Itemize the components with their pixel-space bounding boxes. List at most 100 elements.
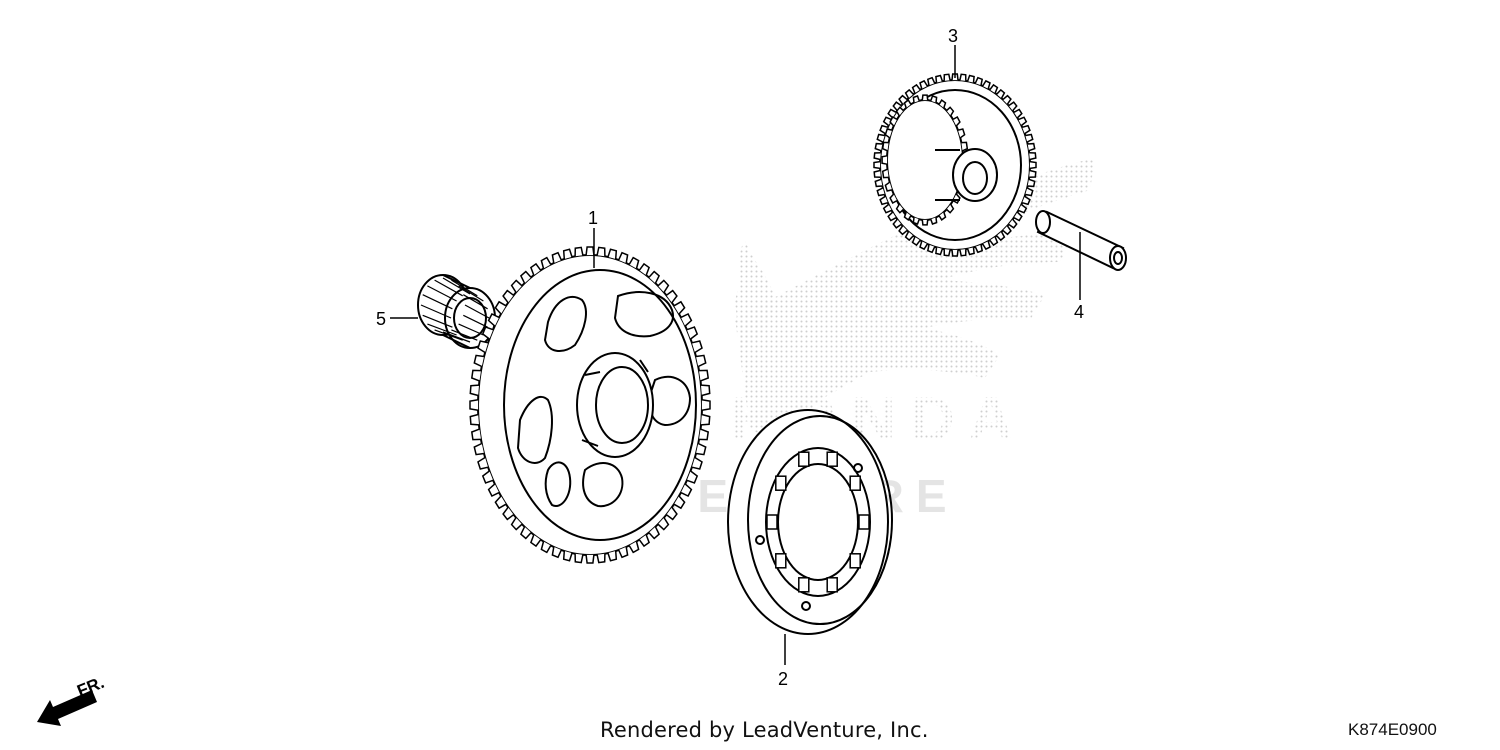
gear-tooth xyxy=(892,101,902,112)
bearing-needle xyxy=(422,294,453,310)
callout-4: 4 xyxy=(1074,302,1084,322)
gear-tooth xyxy=(562,248,573,260)
gear-tooth xyxy=(638,534,651,548)
gear-tooth xyxy=(895,106,904,117)
gear-tooth xyxy=(889,193,898,205)
gear-tooth xyxy=(638,262,651,276)
gear-tooth xyxy=(882,116,892,127)
idle-gear-part-3 xyxy=(873,73,1037,257)
gear-tooth xyxy=(1008,101,1018,112)
gear-tooth xyxy=(607,248,618,260)
gear-tooth xyxy=(680,483,693,497)
gear-tooth xyxy=(487,313,500,327)
gear-tooth xyxy=(657,279,670,293)
gear-tooth xyxy=(574,553,584,564)
gear-tooth xyxy=(881,168,889,179)
gear-tooth xyxy=(881,155,888,165)
gear-tooth xyxy=(596,553,606,564)
gear-tooth xyxy=(657,517,670,531)
gear-tooth xyxy=(551,251,562,264)
clutch-roller xyxy=(766,514,778,530)
gear-tooth xyxy=(892,218,902,229)
gear-tooth xyxy=(540,256,552,269)
gear-tooth xyxy=(889,115,898,127)
bearing-needle xyxy=(422,314,453,328)
gear-tooth xyxy=(874,178,883,188)
bearing-needle xyxy=(427,323,457,336)
gear-tooth xyxy=(884,128,893,139)
callout-2: 2 xyxy=(778,669,788,689)
gear-tooth xyxy=(519,270,532,284)
gear-tooth xyxy=(494,495,507,510)
gear-tooth xyxy=(502,506,515,521)
gear-tooth xyxy=(469,399,479,411)
needle-bearing-part-5 xyxy=(417,274,496,349)
gear-tooth xyxy=(1002,225,1012,236)
gear-tooth xyxy=(607,550,618,562)
gear-tooth xyxy=(982,240,991,251)
gear-tooth xyxy=(919,240,928,251)
gear-tooth xyxy=(935,74,944,83)
gear-tooth xyxy=(494,300,507,315)
gear-tooth xyxy=(481,470,494,484)
gear-tooth xyxy=(912,95,920,103)
bearing-needle xyxy=(442,331,471,343)
gear-tooth xyxy=(989,236,999,247)
bearing-needle xyxy=(434,329,463,341)
gear-tooth xyxy=(951,249,959,257)
gear-tooth xyxy=(903,99,912,109)
gear-tooth xyxy=(989,83,999,94)
gear-tooth xyxy=(585,554,595,564)
gear-tooth xyxy=(982,79,991,90)
clutch-roller xyxy=(849,475,861,491)
gear-tooth xyxy=(473,354,485,368)
gear-tooth xyxy=(912,217,920,225)
gear-tooth xyxy=(519,526,532,540)
gear-tooth xyxy=(904,88,914,99)
gear-tooth xyxy=(1027,178,1036,188)
bearing-needle xyxy=(442,277,471,295)
gear-tooth xyxy=(876,187,885,197)
gear-tooth xyxy=(691,456,703,470)
gear-tooth xyxy=(996,231,1006,242)
gear-tooth xyxy=(1008,218,1018,229)
gear-tooth xyxy=(959,73,967,81)
gear-tooth xyxy=(873,151,881,161)
gear-tooth xyxy=(698,369,710,382)
gear-tooth xyxy=(585,246,595,256)
gear-tooth xyxy=(680,313,693,327)
bearing-needle xyxy=(458,285,484,302)
gear-tooth xyxy=(911,83,921,94)
gear-tooth xyxy=(1025,133,1034,143)
gear-tooth xyxy=(673,495,686,510)
callout-3: 3 xyxy=(948,26,958,46)
gear-tooth xyxy=(510,279,523,293)
gear-tooth xyxy=(540,541,552,554)
gear-tooth xyxy=(574,246,584,257)
clutch-roller xyxy=(775,553,787,569)
gear-tooth xyxy=(469,384,480,397)
gear-tooth xyxy=(618,546,629,559)
bearing-needle xyxy=(458,323,484,336)
gear-tooth xyxy=(1002,94,1012,105)
bearing-needle xyxy=(464,304,490,319)
gear-tooth xyxy=(695,442,707,456)
gear-tooth xyxy=(887,211,897,222)
gear-tooth xyxy=(946,106,955,117)
bearing-needle xyxy=(451,279,478,297)
gear-tooth xyxy=(698,428,710,441)
gear-tooth xyxy=(1013,108,1023,119)
gear-tooth xyxy=(562,550,573,562)
gear-tooth xyxy=(961,141,969,152)
gear-tooth xyxy=(904,231,914,242)
gear-tooth xyxy=(952,115,961,127)
starter-driven-gear-part-1 xyxy=(469,246,711,564)
gear-tooth xyxy=(470,369,482,382)
gear-tooth xyxy=(1029,151,1037,161)
gear-tooth xyxy=(596,246,606,257)
gear-tooth xyxy=(874,142,883,152)
gear-tooth xyxy=(959,249,967,257)
gear-tooth xyxy=(921,219,929,226)
gear-tooth xyxy=(551,546,562,559)
gear-tooth xyxy=(529,262,542,276)
